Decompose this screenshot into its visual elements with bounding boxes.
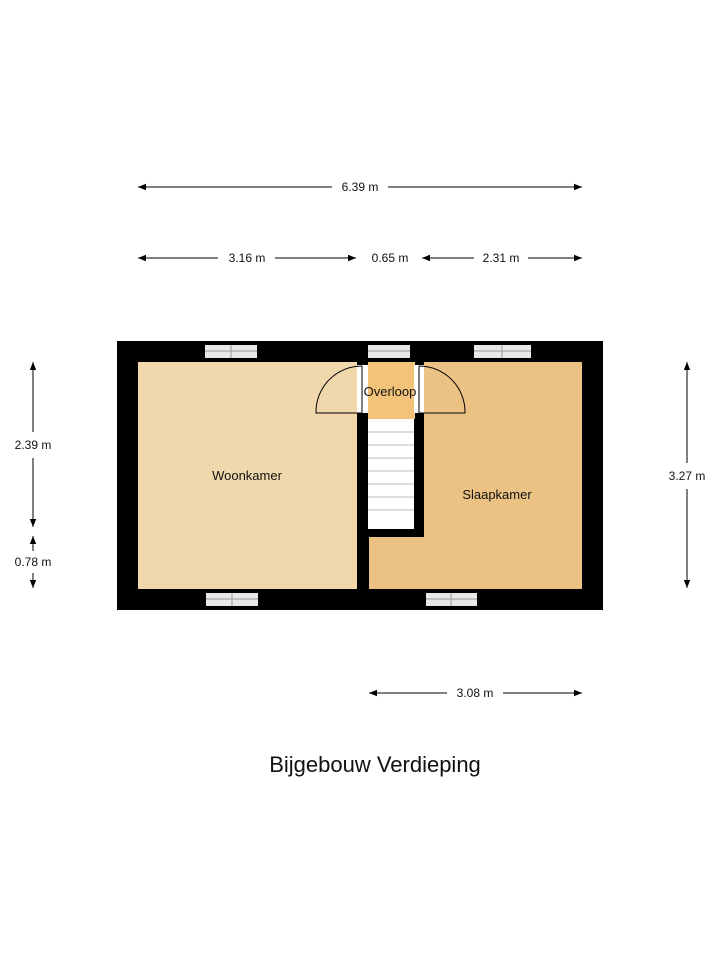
dimension-label: 0.65 m	[372, 251, 409, 265]
door-slaapkamer	[414, 365, 466, 414]
dimension-top-right: 2.31 m	[422, 251, 582, 265]
room-label-slaapkamer: Slaapkamer	[462, 487, 532, 502]
room-label-woonkamer: Woonkamer	[212, 468, 283, 483]
dimension-left-lower: 0.78 m	[15, 536, 52, 588]
window	[205, 345, 257, 358]
dimension-top-left: 3.16 m	[138, 251, 356, 265]
dimension-bottom: 3.08 m	[369, 686, 582, 700]
dimension-label: 2.31 m	[483, 251, 520, 265]
room-label-overloop: Overloop	[364, 384, 417, 399]
room-slaapkamer	[424, 362, 582, 589]
window	[206, 593, 258, 606]
dimension-top-middle: 0.65 m	[372, 251, 409, 265]
stairs	[368, 419, 414, 529]
dimension-label: 6.39 m	[342, 180, 379, 194]
dimension-top-total: 6.39 m	[138, 180, 582, 194]
dimension-left-upper: 2.39 m	[15, 362, 52, 527]
dimension-right: 3.27 m	[669, 362, 706, 588]
room-slaapkamer-extension	[369, 537, 425, 589]
window	[426, 593, 477, 606]
dimension-label: 2.39 m	[15, 438, 52, 452]
door-woonkamer	[315, 365, 368, 414]
window	[474, 345, 531, 358]
room-woonkamer	[138, 362, 357, 589]
dimension-label: 3.08 m	[457, 686, 494, 700]
dimension-label: 3.16 m	[229, 251, 266, 265]
plan-title: Bijgebouw Verdieping	[269, 752, 481, 777]
window	[368, 345, 410, 358]
dimension-label: 3.27 m	[669, 469, 706, 483]
room-overloop	[368, 362, 415, 419]
dimension-label: 0.78 m	[15, 555, 52, 569]
